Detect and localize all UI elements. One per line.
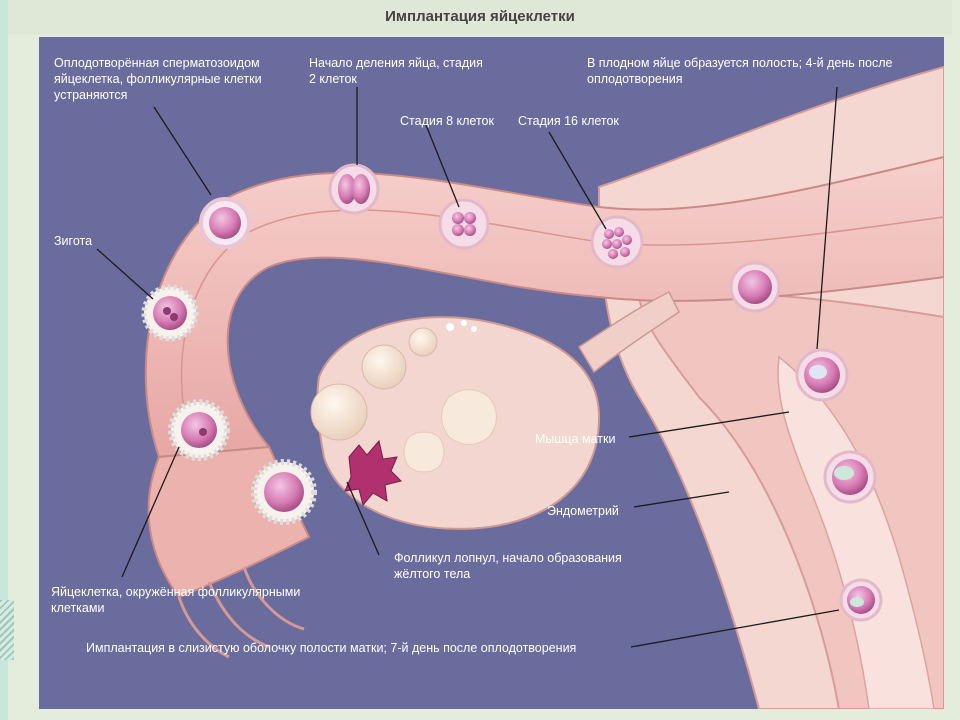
label-zygote: Зигота bbox=[54, 234, 93, 248]
label-blastocyst: В плодном яйце образуется полость; 4-й д… bbox=[587, 55, 892, 87]
slide-decoration bbox=[0, 600, 14, 660]
zygote-cell bbox=[141, 284, 199, 342]
label-oocyte: Яйцеклетка, окружённая фолликулярными кл… bbox=[51, 584, 300, 616]
label-eight-cell: Стадия 8 клеток bbox=[400, 114, 494, 128]
sixteen-cell-stage bbox=[590, 215, 644, 269]
fertilized-egg-cell bbox=[199, 197, 251, 249]
label-blastocyst-text: В плодном яйце образуется полость; 4-й д… bbox=[587, 56, 893, 86]
two-cell-stage bbox=[328, 163, 380, 215]
morula-cell bbox=[729, 261, 781, 313]
diagram-title: Имплантация яйцеклетки bbox=[385, 8, 575, 25]
implanting-blastocyst bbox=[839, 578, 883, 622]
label-uterine-muscle: Мышца матки bbox=[535, 432, 616, 446]
ovarian-ligament bbox=[577, 290, 680, 374]
corpus-albicans bbox=[441, 389, 497, 445]
label-fertilized-egg-text: Оплодотворённая сперматозоидом яйцеклетк… bbox=[54, 56, 262, 102]
blastocyst-late-cell bbox=[823, 450, 877, 504]
title-band bbox=[8, 0, 952, 34]
ruptured-follicle bbox=[344, 439, 402, 507]
eight-cell-stage bbox=[438, 198, 490, 250]
label-sixteen-cell: Стадия 16 клеток bbox=[518, 114, 619, 128]
diagram-panel: Оплодотворённая сперматозоидом яйцеклетк… bbox=[39, 37, 944, 709]
leader-lines bbox=[96, 86, 840, 648]
label-oocyte-text: Яйцеклетка, окружённая фолликулярными кл… bbox=[51, 585, 301, 615]
label-implantation: Имплантация в слизистую оболочку полости… bbox=[86, 641, 577, 655]
blastocyst-cell bbox=[795, 348, 849, 402]
label-two-cell: Начало деления яйца, стадия 2 клеток bbox=[309, 55, 483, 87]
fallopian-tube bbox=[144, 155, 944, 459]
implantation-illustration bbox=[96, 65, 944, 709]
label-ruptured-follicle-text: Фолликул лопнул, начало образования жёлт… bbox=[394, 551, 622, 581]
label-fertilized-egg: Оплодотворённая сперматозоидом яйцеклетк… bbox=[54, 55, 262, 103]
ovulated-oocyte bbox=[168, 399, 230, 461]
oocyte-with-follicle-cells bbox=[251, 459, 317, 525]
label-endometrium: Эндометрий bbox=[547, 504, 619, 518]
label-two-cell-text: Начало деления яйца, стадия 2 клеток bbox=[309, 56, 483, 86]
label-ruptured-follicle: Фолликул лопнул, начало образования жёлт… bbox=[394, 550, 622, 582]
